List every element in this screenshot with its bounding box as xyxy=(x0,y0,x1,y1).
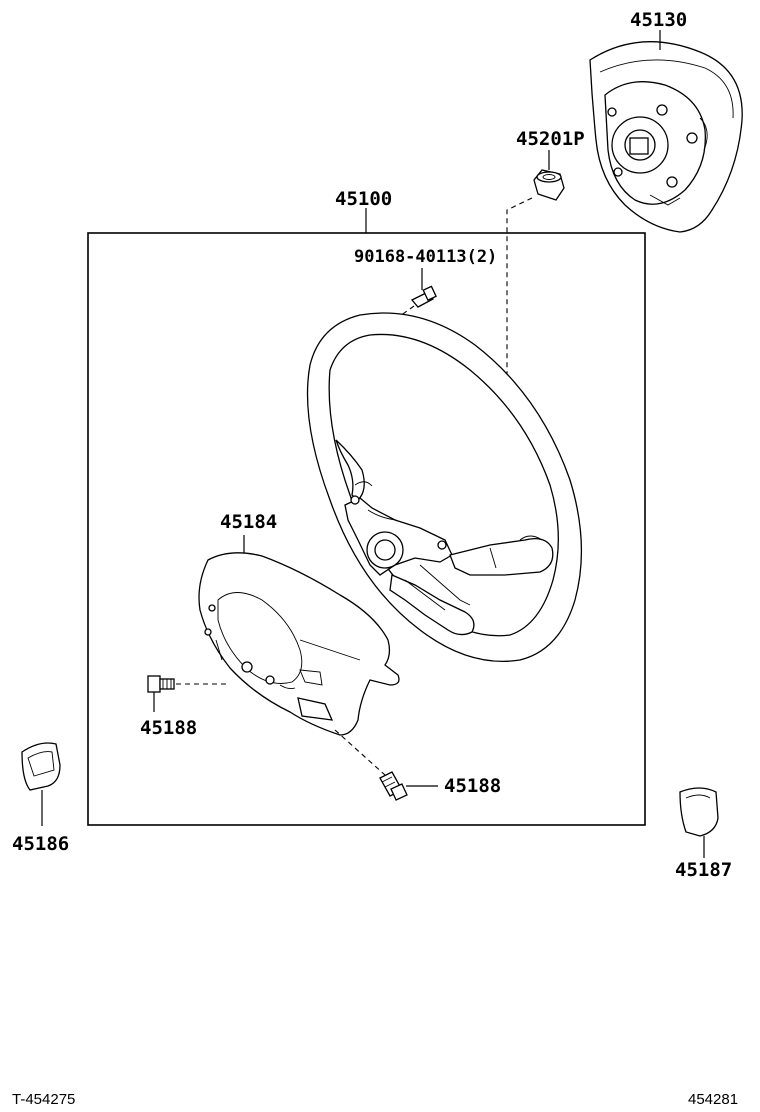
bolt-90168-40113[interactable] xyxy=(410,285,437,308)
dashed-guide-screw-right xyxy=(334,729,386,776)
lower-cover-45184[interactable] xyxy=(198,552,400,736)
footer-left-code: T-454275 xyxy=(12,1091,75,1108)
dashed-guide-nut xyxy=(431,197,533,531)
airbag-pad-45130[interactable] xyxy=(589,41,743,233)
label-45186: 45186 xyxy=(12,833,69,855)
screw-45188-right[interactable] xyxy=(379,771,408,801)
label-45201p: 45201P xyxy=(516,128,585,150)
nut-45201p[interactable] xyxy=(533,169,565,201)
label-45188-right: 45188 xyxy=(444,775,501,797)
label-45130: 45130 xyxy=(630,9,687,31)
label-45188-left: 45188 xyxy=(140,717,197,739)
label-90168-40113: 90168-40113(2) xyxy=(354,247,497,267)
garnish-45186[interactable] xyxy=(21,742,61,791)
garnish-45187[interactable] xyxy=(679,787,719,837)
label-45100: 45100 xyxy=(335,188,392,210)
steering-wheel-45100[interactable] xyxy=(306,312,583,663)
label-45184: 45184 xyxy=(220,511,277,533)
footer-right-code: 454281 xyxy=(688,1091,738,1108)
label-45187: 45187 xyxy=(675,859,732,881)
screw-45188-left[interactable] xyxy=(147,675,175,693)
